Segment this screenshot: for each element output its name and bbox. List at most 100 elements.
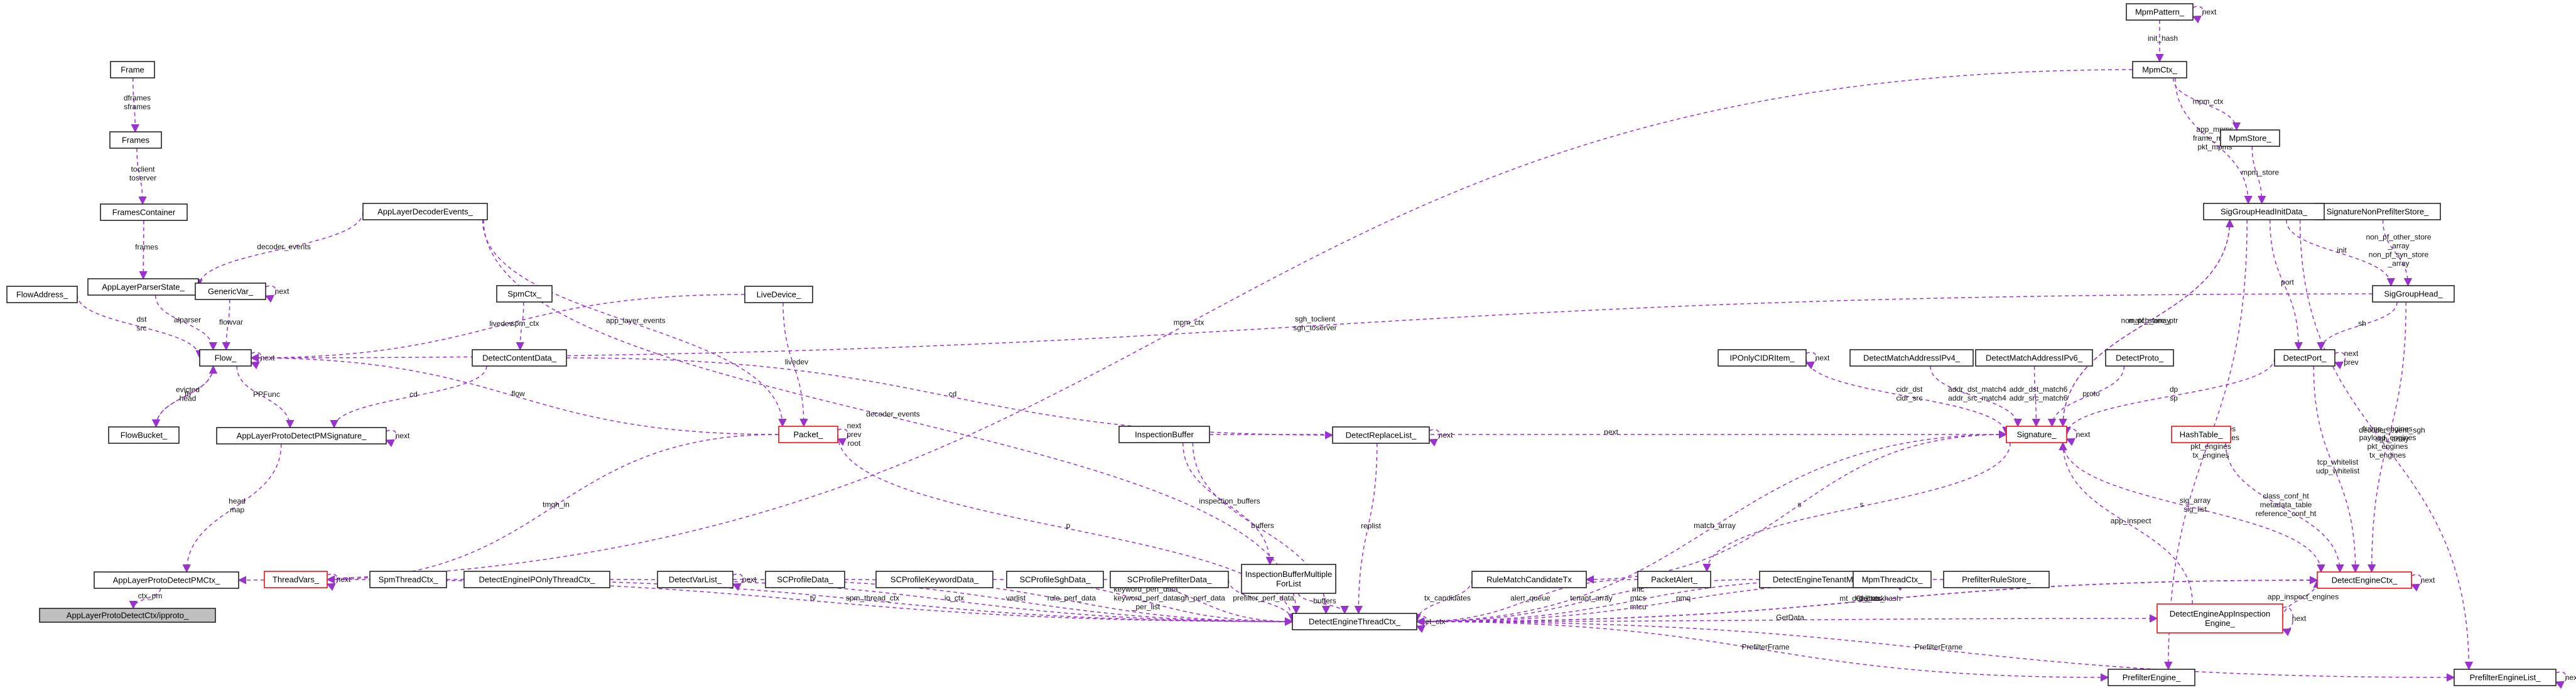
node-packet-alert[interactable]: PacketAlert_ xyxy=(1637,571,1711,588)
node-mpm-ctx[interactable]: MpmCtx_ xyxy=(2132,61,2187,78)
edge-label: toserver xyxy=(129,174,156,183)
node-detect-match-address-ipv4[interactable]: DetectMatchAddressIPv4_ xyxy=(1849,349,1974,367)
node-flow-bucket[interactable]: FlowBucket_ xyxy=(108,426,180,444)
node-flow[interactable]: Flow_ xyxy=(199,349,252,367)
node-label: FramesContainer xyxy=(112,208,176,217)
node-app-layer-proto-detect-pmsignature[interactable]: AppLayerProtoDetectPMSignature_ xyxy=(216,427,387,445)
node-label: SCProfileSghData_ xyxy=(1020,575,1091,585)
node-flow-address[interactable]: FlowAddress_ xyxy=(6,286,78,303)
edge-detect-engine-app-inspection-engine-to-detect-engine-ctx: app_inspect_engines xyxy=(2268,579,2339,619)
node-label: PrefilterEngineList_ xyxy=(2470,673,2541,682)
edge-label: cd xyxy=(409,390,418,399)
node-app-layer-proto-detect-pmctx[interactable]: AppLayerProtoDetectPMCtx_ xyxy=(94,571,239,589)
edge-detect-engine-thread-ctx-to-prefilter-engine-list: PrefilterFrame xyxy=(1416,621,2455,682)
edge-label: tmqh_in xyxy=(543,500,570,509)
node-detect-match-address-ipv6[interactable]: DetectMatchAddressIPv6_ xyxy=(1975,349,2093,367)
node-spm-ctx[interactable]: SpmCtx_ xyxy=(496,285,553,303)
node-box xyxy=(2454,669,2557,686)
edge-label: keyword_perf_data xyxy=(1113,594,1177,603)
edge-label: flowvar xyxy=(219,318,243,326)
node-box xyxy=(6,286,78,303)
node-live-device[interactable]: LiveDevice_ xyxy=(744,286,813,303)
node-box xyxy=(1718,349,1807,367)
node-label: AppLayerProtoDetectPMCtx_ xyxy=(113,576,220,585)
node-label: AppLayerDecoderEvents_ xyxy=(377,207,474,217)
edge-label: toclient xyxy=(131,165,155,174)
node-box xyxy=(2108,669,2195,686)
node-detect-var-list[interactable]: DetectVarList_ xyxy=(657,571,733,588)
edge-label: init_hash xyxy=(2148,34,2178,43)
edge-sig-group-head-init-data-to-prefilter-engine: frame_enginespayload_enginespkt_enginest… xyxy=(2164,219,2248,671)
edge-label: GetData xyxy=(1776,613,1804,622)
edge-line xyxy=(237,69,2133,585)
node-generic-var[interactable]: GenericVar_ xyxy=(195,283,266,300)
node-target[interactable]: AppLayerProtoDetectCtx/ipproto_ xyxy=(39,608,216,623)
node-signature[interactable]: Signature_ xyxy=(2006,426,2067,443)
edge-label: next xyxy=(275,287,290,296)
edge-label: mpm_ctx xyxy=(1174,318,1204,327)
node-prefilter-engine[interactable]: PrefilterEngine_ xyxy=(2108,669,2195,686)
node-box xyxy=(110,61,155,78)
node-spm-thread-ctx[interactable]: SpmThreadCtx_ xyxy=(369,571,447,588)
node-scprofile-sgh-data[interactable]: SCProfileSghData_ xyxy=(1006,571,1104,588)
edge-line xyxy=(992,579,1294,626)
node-mpm-thread-ctx[interactable]: MpmThreadCtx_ xyxy=(1853,571,1932,588)
edge-line xyxy=(2065,428,2078,446)
edge-label: tx_engines xyxy=(2369,451,2406,460)
node-hash-table[interactable]: HashTable_ xyxy=(2171,426,2231,443)
edge-label: PrefilterFrame xyxy=(1741,643,1789,652)
node-detect-proto[interactable]: DetectProto_ xyxy=(2105,349,2174,367)
edge-generic-var-to-flow: flowvar xyxy=(219,299,243,351)
edge-label: next xyxy=(1604,428,1618,436)
node-iponly-cidritem[interactable]: IPOnlyCIDRItem_ xyxy=(1718,349,1807,367)
node-box xyxy=(264,571,328,588)
edge-label: src xyxy=(137,324,147,333)
node-app-layer-parser-state[interactable]: AppLayerParserState_ xyxy=(87,278,199,296)
edge-line xyxy=(222,299,230,351)
edge-line xyxy=(2334,352,2346,370)
edge-inspection-buffer-to-inspection-buffer-multiple-for-list: inspection_buffers xyxy=(1182,442,1275,566)
edge-line xyxy=(2555,671,2567,689)
node-inspection-buffer[interactable]: InspectionBuffer xyxy=(1118,426,1210,443)
node-detect-engine-thread-ctx[interactable]: DetectEngineThreadCtx_ xyxy=(1292,613,1417,630)
node-prefilter-rule-store[interactable]: PrefilterRuleStore_ xyxy=(1943,571,2050,588)
edge-label: sh xyxy=(2358,319,2366,328)
edge-label: varlist xyxy=(1006,594,1026,603)
node-frames[interactable]: Frames xyxy=(109,131,162,149)
edge-label: app_layer_events xyxy=(606,316,666,325)
node-thread-vars[interactable]: ThreadVars_ xyxy=(264,571,328,588)
node-detect-engine-iponly-thread-ctx[interactable]: DetectEngineIPOnlyThreadCtx_ xyxy=(463,571,610,588)
node-box xyxy=(778,426,838,443)
node-scprofile-prefilter-data[interactable]: SCProfilePrefilterData_ xyxy=(1110,571,1229,588)
edge-frames-container-to-app-layer-parser-state: frames xyxy=(135,220,158,280)
node-detect-engine-ctx[interactable]: DetectEngineCtx_ xyxy=(2317,571,2412,589)
edge-mpm-pattern-to-mpm-ctx: init_hash xyxy=(2148,19,2178,63)
node-sig-group-head[interactable]: SigGroupHead_ xyxy=(2372,285,2455,303)
node-app-layer-decoder-events[interactable]: AppLayerDecoderEvents_ xyxy=(362,203,488,220)
edge-line xyxy=(2059,441,2193,605)
node-box xyxy=(195,283,266,300)
node-rule-match-candidate-tx[interactable]: RuleMatchCandidateTx xyxy=(1471,571,1587,588)
edge-label: head xyxy=(229,497,246,505)
node-mpm-pattern[interactable]: MpmPattern_ xyxy=(2126,3,2194,21)
node-scprofile-data[interactable]: SCProfileData_ xyxy=(765,571,845,588)
node-packet[interactable]: Packet_ xyxy=(778,426,838,443)
node-frame[interactable]: Frame xyxy=(110,61,155,78)
node-prefilter-engine-list[interactable]: PrefilterEngineList_ xyxy=(2454,669,2557,686)
node-box xyxy=(2157,603,2283,633)
node-sig-group-head-init-data[interactable]: SigGroupHeadInitData_ xyxy=(2203,203,2325,220)
edge-line xyxy=(129,588,161,610)
edge-line xyxy=(1412,579,1473,623)
node-detect-content-data[interactable]: DetectContentData_ xyxy=(472,349,567,367)
node-mpm-store[interactable]: MpmStore_ xyxy=(2220,129,2280,147)
node-detect-port[interactable]: DetectPort_ xyxy=(2274,349,2335,367)
edge-sig-group-head-init-data-to-detect-port: port xyxy=(2270,219,2303,351)
node-scprofile-keyword-data[interactable]: SCProfileKeywordData_ xyxy=(875,571,993,588)
node-signature-non-prefilter-store[interactable]: SignatureNonPrefilterStore_ xyxy=(2314,203,2441,220)
node-label: DetectMatchAddressIPv4_ xyxy=(1863,353,1961,363)
node-detect-replace-list[interactable]: DetectReplaceList_ xyxy=(1332,426,1430,444)
node-frames-container[interactable]: FramesContainer xyxy=(100,203,188,221)
